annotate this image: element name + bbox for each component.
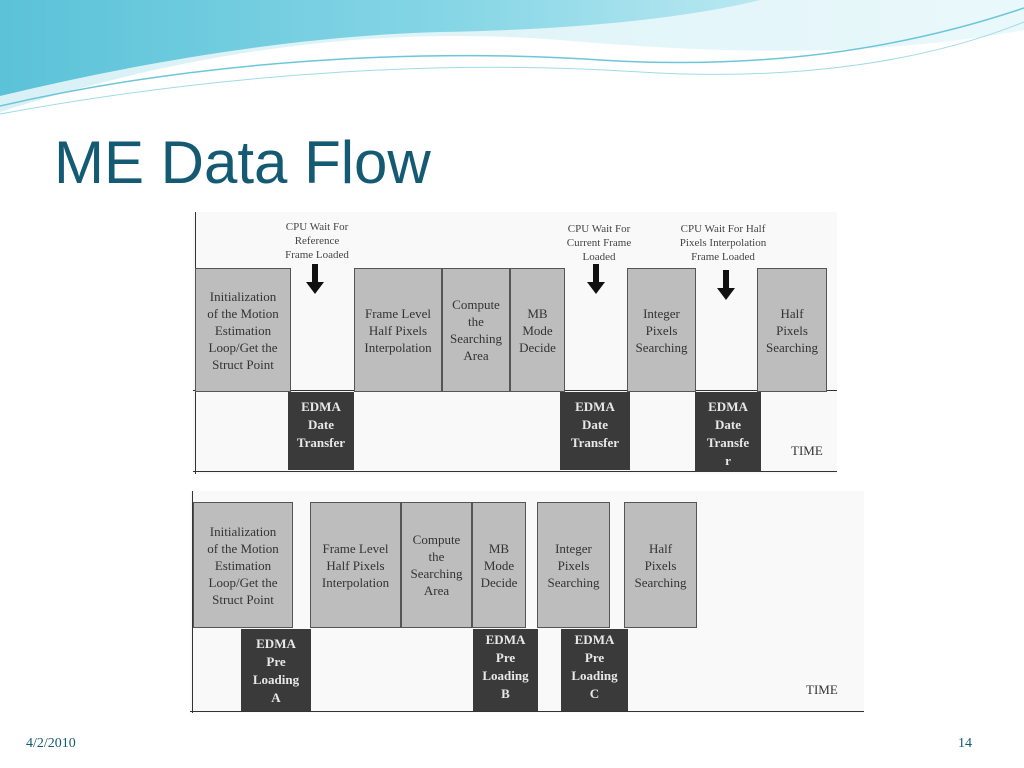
baseline-line [190, 711, 864, 712]
time-axis-label: TIME [791, 443, 823, 458]
cpu-wait-note: CPU Wait For Reference Frame Loaded [285, 221, 349, 261]
task-half-pixel-interpolation: Frame Level Half Pixels Interpolation [310, 502, 401, 628]
task-half-pixel-searching: Half Pixels Searching [624, 502, 697, 628]
task-compute-searching-area: Compute the Searching Area [442, 268, 510, 392]
task-initialization: Initialization of the Motion Estimation … [195, 268, 291, 392]
task-initialization: Initialization of the Motion Estimation … [193, 502, 293, 628]
slide-title: ME Data Flow [54, 129, 431, 196]
diagram-bottom: Initialization of the Motion Estimation … [190, 491, 864, 713]
down-arrow-icon [717, 270, 735, 300]
down-arrow-icon [587, 264, 605, 294]
footer-page-number: 14 [958, 736, 972, 751]
task-mb-mode-decide: MB Mode Decide [510, 268, 565, 392]
left-axis-line [192, 491, 193, 713]
edma-transfer-block: EDMA Date Transfe r [695, 392, 761, 472]
edma-preload-block: EDMA Pre Loading A [241, 629, 311, 711]
cpu-wait-note: CPU Wait For Current Frame Loaded [566, 223, 632, 263]
task-half-pixel-searching: Half Pixels Searching [757, 268, 827, 392]
footer-date: 4/2/2010 [26, 736, 76, 751]
task-integer-pixel-searching: Integer Pixels Searching [537, 502, 610, 628]
cpu-wait-note: CPU Wait For Half Pixels Interpolation F… [679, 223, 767, 263]
baseline-line [193, 471, 837, 472]
task-mb-mode-decide: MB Mode Decide [472, 502, 526, 628]
task-half-pixel-interpolation: Frame Level Half Pixels Interpolation [354, 268, 442, 392]
edma-preload-block: EDMA Pre Loading C [561, 629, 628, 711]
task-compute-searching-area: Compute the Searching Area [401, 502, 472, 628]
down-arrow-icon [306, 264, 324, 294]
header-wave-banner [0, 0, 1024, 115]
edma-transfer-block: EDMA Date Transfer [560, 392, 630, 470]
edma-preload-block: EDMA Pre Loading B [473, 629, 538, 711]
task-integer-pixel-searching: Integer Pixels Searching [627, 268, 696, 392]
diagram-top: CPU Wait For Reference Frame Loaded CPU … [193, 212, 837, 474]
edma-transfer-block: EDMA Date Transfer [288, 392, 354, 470]
time-axis-label: TIME [806, 682, 838, 697]
